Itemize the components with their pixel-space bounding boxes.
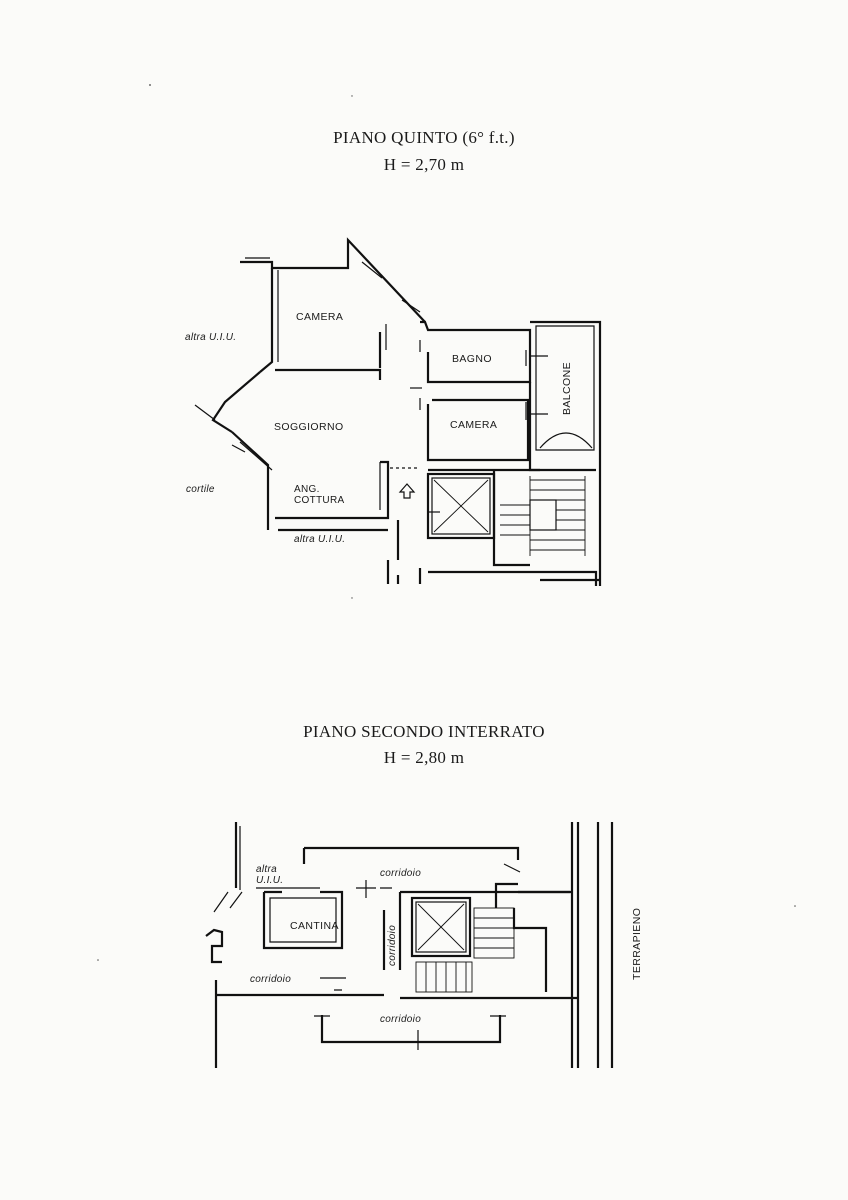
label-corridoio-top: corridoio — [380, 868, 421, 879]
upper-floor-plan: CAMERA BAGNO BALCONE SOGGIORNO CAMERA AN… — [185, 237, 602, 586]
scan-specks — [97, 84, 796, 961]
label-altra-uiu-bottom: altra U.I.U. — [294, 534, 345, 545]
label-corridoio-vertical: corridoio — [387, 925, 398, 966]
room-label-bagno: BAGNO — [452, 353, 492, 365]
label-altra-1: altra — [256, 864, 277, 875]
entrance-arrow-icon — [398, 483, 416, 499]
room-label-angolo-1: ANG. — [294, 484, 320, 495]
room-label-balcone: BALCONE — [561, 362, 573, 415]
upper-floor-title: PIANO QUINTO (6° f.t.) — [333, 128, 515, 147]
room-label-soggiorno: SOGGIORNO — [274, 421, 344, 433]
label-altra-uiu-top: altra U.I.U. — [185, 332, 236, 343]
upper-floor-height: H = 2,70 m — [383, 155, 465, 174]
room-label-camera-2: CAMERA — [450, 419, 497, 431]
label-corridoio-bottom: corridoio — [380, 1014, 421, 1025]
label-corridoio-left: corridoio — [250, 974, 291, 985]
label-altra-2: U.I.U. — [256, 875, 283, 886]
label-cortile: cortile — [186, 484, 215, 495]
label-terrapieno: TERRAPIENO — [631, 908, 643, 980]
lower-floor-plan: altra U.I.U. corridoio CANTINA corridoio… — [205, 822, 643, 1068]
lower-floor-height: H = 2,80 m — [383, 748, 465, 767]
room-label-camera-1: CAMERA — [296, 311, 343, 323]
lower-floor-title: PIANO SECONDO INTERRATO — [303, 722, 545, 741]
room-label-cantina: CANTINA — [290, 920, 339, 932]
room-label-angolo-2: COTTURA — [294, 495, 344, 506]
